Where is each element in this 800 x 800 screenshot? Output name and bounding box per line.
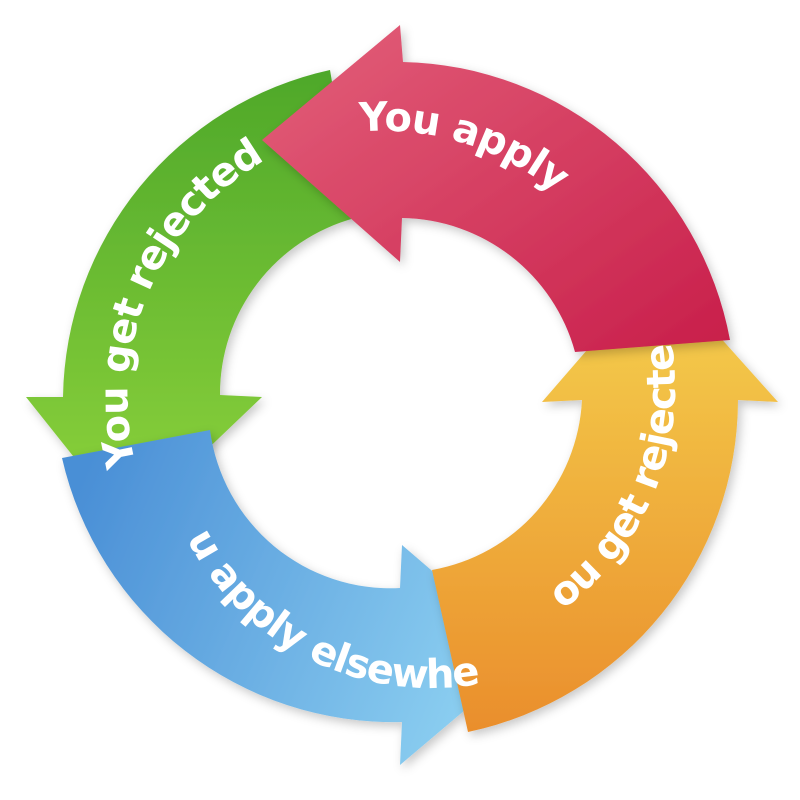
arrow-segment-rejected-right [432,268,778,732]
arrow-segment-apply-elsewhere [62,430,530,765]
arrow-segment-rejected-left [26,70,355,525]
arrow-segment-apply [262,25,730,352]
